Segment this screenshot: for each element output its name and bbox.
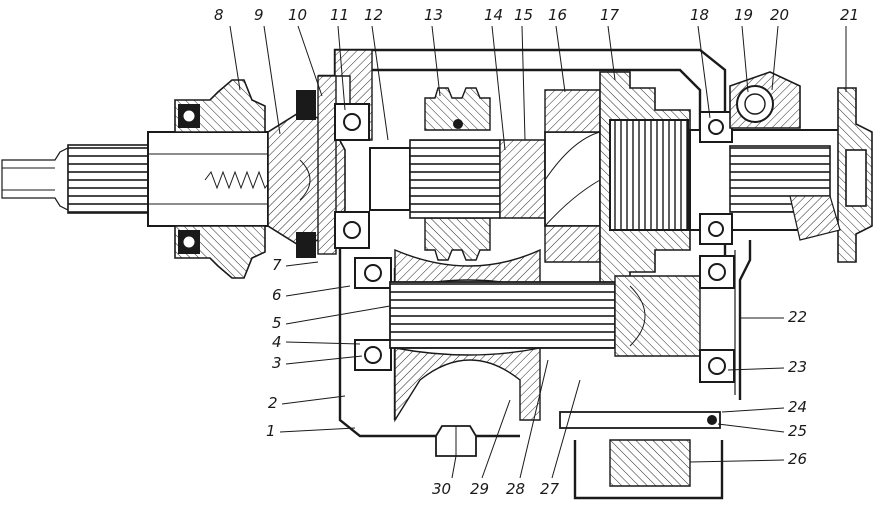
callout-28: 28	[506, 480, 526, 498]
pilot-shaft	[369, 139, 546, 219]
input-shaft	[1, 111, 346, 247]
callout-7: 7	[272, 256, 282, 274]
drain-plug	[435, 425, 477, 457]
callout-27: 27	[540, 480, 560, 498]
callout-26: 26	[788, 450, 808, 468]
callout-8: 8	[214, 6, 224, 24]
callout-24: 24	[788, 398, 808, 416]
callout-2: 2	[268, 394, 278, 412]
callout-5: 5	[272, 314, 282, 332]
callout-29: 29	[470, 480, 490, 498]
callout-1: 1	[266, 422, 276, 440]
callout-20: 20	[770, 6, 790, 24]
synchronizer-gear	[424, 87, 491, 261]
callout-22: 22	[788, 308, 808, 326]
callout-25: 25	[788, 422, 808, 440]
leader-lines	[229, 25, 847, 479]
callout-21: 21	[840, 6, 860, 24]
callout-19: 19	[734, 6, 754, 24]
callout-10: 10	[288, 6, 308, 24]
housing-upper	[296, 48, 727, 260]
worm-gear	[729, 71, 801, 129]
callout-12: 12	[364, 6, 384, 24]
reverse-shaft	[559, 411, 724, 500]
main-shaft	[544, 89, 601, 263]
callout-18: 18	[690, 6, 710, 24]
callout-9: 9	[254, 6, 264, 24]
pulley	[174, 79, 266, 279]
callout-4: 4	[272, 333, 282, 351]
bearings-left	[334, 103, 392, 371]
callout-13: 13	[424, 6, 444, 24]
callout-14: 14	[484, 6, 504, 24]
output-flange	[789, 87, 873, 263]
callout-3: 3	[272, 354, 282, 372]
callout-30: 30	[432, 480, 452, 498]
gear-17	[599, 71, 691, 287]
callout-23: 23	[788, 358, 808, 376]
countershaft	[389, 255, 735, 383]
callout-11: 11	[330, 6, 350, 24]
callout-6: 6	[272, 286, 282, 304]
callout-15: 15	[514, 6, 534, 24]
callout-16: 16	[548, 6, 568, 24]
callout-17: 17	[600, 6, 620, 24]
